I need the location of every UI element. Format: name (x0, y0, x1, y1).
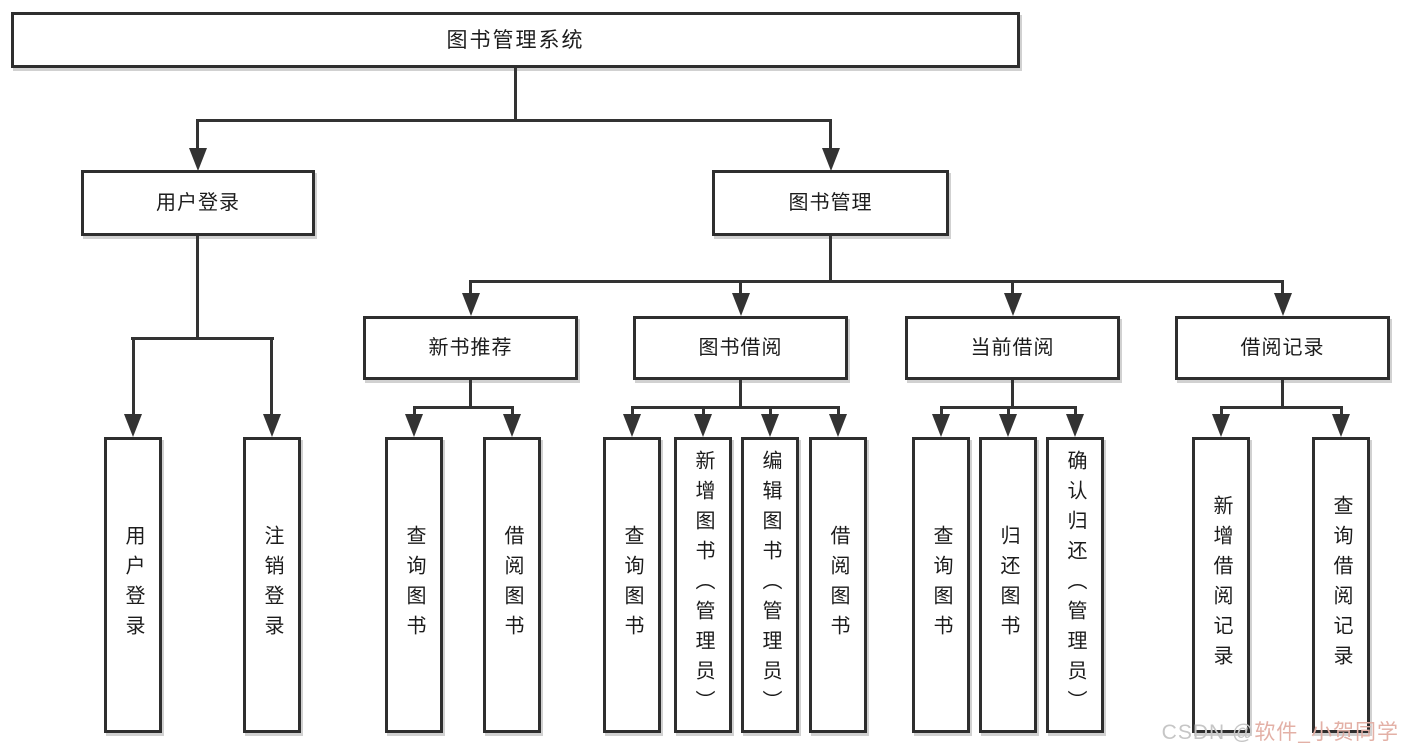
node-current-borrow-label: 当前借阅 (970, 337, 1055, 359)
leaf-label: 注销登录 (261, 525, 283, 645)
node-user-login-label: 用户登录 (156, 192, 240, 214)
connector-line (1340, 406, 1343, 417)
watermark-author: 软件_小贺同学 (1254, 721, 1399, 744)
leaf-label: 查询图书 (621, 525, 643, 645)
node-new-book-recommend: 新书推荐 (363, 316, 578, 380)
connector-line (940, 406, 943, 417)
leaf-label: 用户登录 (122, 525, 144, 645)
connector-line (1220, 406, 1223, 417)
node-user-login-leaf: 用户登录 (104, 437, 162, 733)
node-book-borrow-label: 图书借阅 (698, 337, 783, 359)
leaf-label: 查询图书 (403, 525, 425, 645)
connector-line (631, 406, 840, 409)
leaf-label: 查询图书 (930, 525, 952, 645)
connector-line (469, 280, 1284, 283)
arrow-down-icon (1066, 414, 1084, 437)
leaf-label: 新增图书（管理员） (692, 450, 714, 720)
node-root-label: 图书管理系统 (446, 28, 585, 52)
csdn-watermark: CSDN @软件_小贺同学 (1162, 716, 1399, 746)
leaf-label: 借阅图书 (501, 525, 523, 645)
leaf-label: 编辑图书（管理员） (759, 450, 781, 720)
arrow-down-icon (405, 414, 423, 437)
connector-line (196, 119, 832, 122)
connector-line (702, 406, 705, 417)
connector-line (1281, 380, 1284, 409)
arrow-down-icon (263, 414, 281, 437)
connector-line (1281, 280, 1284, 296)
connector-line (1007, 406, 1010, 417)
arrow-down-icon (503, 414, 521, 437)
connector-line (829, 236, 832, 282)
node-root: 图书管理系统 (11, 12, 1020, 68)
connector-line (829, 119, 832, 152)
arrow-down-icon (1274, 293, 1292, 316)
node-return-book: 归还图书 (979, 437, 1037, 733)
node-edit-book-admin: 编辑图书（管理员） (741, 437, 799, 733)
connector-line (769, 406, 772, 417)
connector-line (1011, 280, 1014, 296)
node-borrow-books-2: 借阅图书 (809, 437, 867, 733)
arrow-down-icon (1004, 293, 1022, 316)
connector-line (1074, 406, 1077, 417)
arrow-down-icon (761, 414, 779, 437)
node-book-management-label: 图书管理 (788, 192, 873, 214)
arrow-down-icon (822, 148, 840, 171)
node-confirm-return-admin: 确认归还（管理员） (1046, 437, 1104, 733)
connector-line (132, 337, 135, 417)
connector-line (196, 236, 199, 339)
node-logout: 注销登录 (243, 437, 301, 733)
node-query-books-1: 查询图书 (385, 437, 443, 733)
connector-line (1011, 380, 1014, 409)
arrow-down-icon (124, 414, 142, 437)
connector-line (511, 406, 514, 417)
leaf-label: 归还图书 (997, 525, 1019, 645)
node-borrow-records: 借阅记录 (1175, 316, 1390, 380)
node-query-books-3: 查询图书 (912, 437, 970, 733)
node-current-borrow: 当前借阅 (905, 316, 1120, 380)
node-query-borrow-record: 查询借阅记录 (1312, 437, 1370, 733)
connector-line (270, 337, 273, 417)
connector-line (413, 406, 416, 417)
node-book-borrow: 图书借阅 (633, 316, 848, 380)
connector-line (131, 337, 274, 340)
arrow-down-icon (932, 414, 950, 437)
arrow-down-icon (829, 414, 847, 437)
node-book-management: 图书管理 (712, 170, 949, 236)
arrow-down-icon (1332, 414, 1350, 437)
arrow-down-icon (999, 414, 1017, 437)
leaf-label: 查询借阅记录 (1330, 495, 1352, 675)
connector-line (739, 280, 742, 296)
node-add-book-admin: 新增图书（管理员） (674, 437, 732, 733)
arrow-down-icon (189, 148, 207, 171)
leaf-label: 确认归还（管理员） (1064, 450, 1086, 720)
leaf-label: 新增借阅记录 (1210, 495, 1232, 675)
leaf-label: 借阅图书 (827, 525, 849, 645)
connector-line (1220, 406, 1343, 409)
watermark-prefix: CSDN @ (1161, 721, 1255, 744)
arrow-down-icon (1212, 414, 1230, 437)
connector-line (413, 406, 514, 409)
node-add-borrow-record: 新增借阅记录 (1192, 437, 1250, 733)
node-query-books-2: 查询图书 (603, 437, 661, 733)
connector-line (631, 406, 634, 417)
node-borrow-books-1: 借阅图书 (483, 437, 541, 733)
connector-line (469, 380, 472, 409)
node-new-book-recommend-label: 新书推荐 (428, 337, 513, 359)
connector-line (196, 119, 199, 152)
arrow-down-icon (462, 293, 480, 316)
arrow-down-icon (623, 414, 641, 437)
arrow-down-icon (732, 293, 750, 316)
connector-line (837, 406, 840, 417)
node-user-login: 用户登录 (81, 170, 315, 236)
connector-line (514, 68, 517, 120)
node-borrow-records-label: 借阅记录 (1240, 337, 1325, 359)
connector-line (469, 280, 472, 296)
connector-line (739, 380, 742, 409)
arrow-down-icon (694, 414, 712, 437)
